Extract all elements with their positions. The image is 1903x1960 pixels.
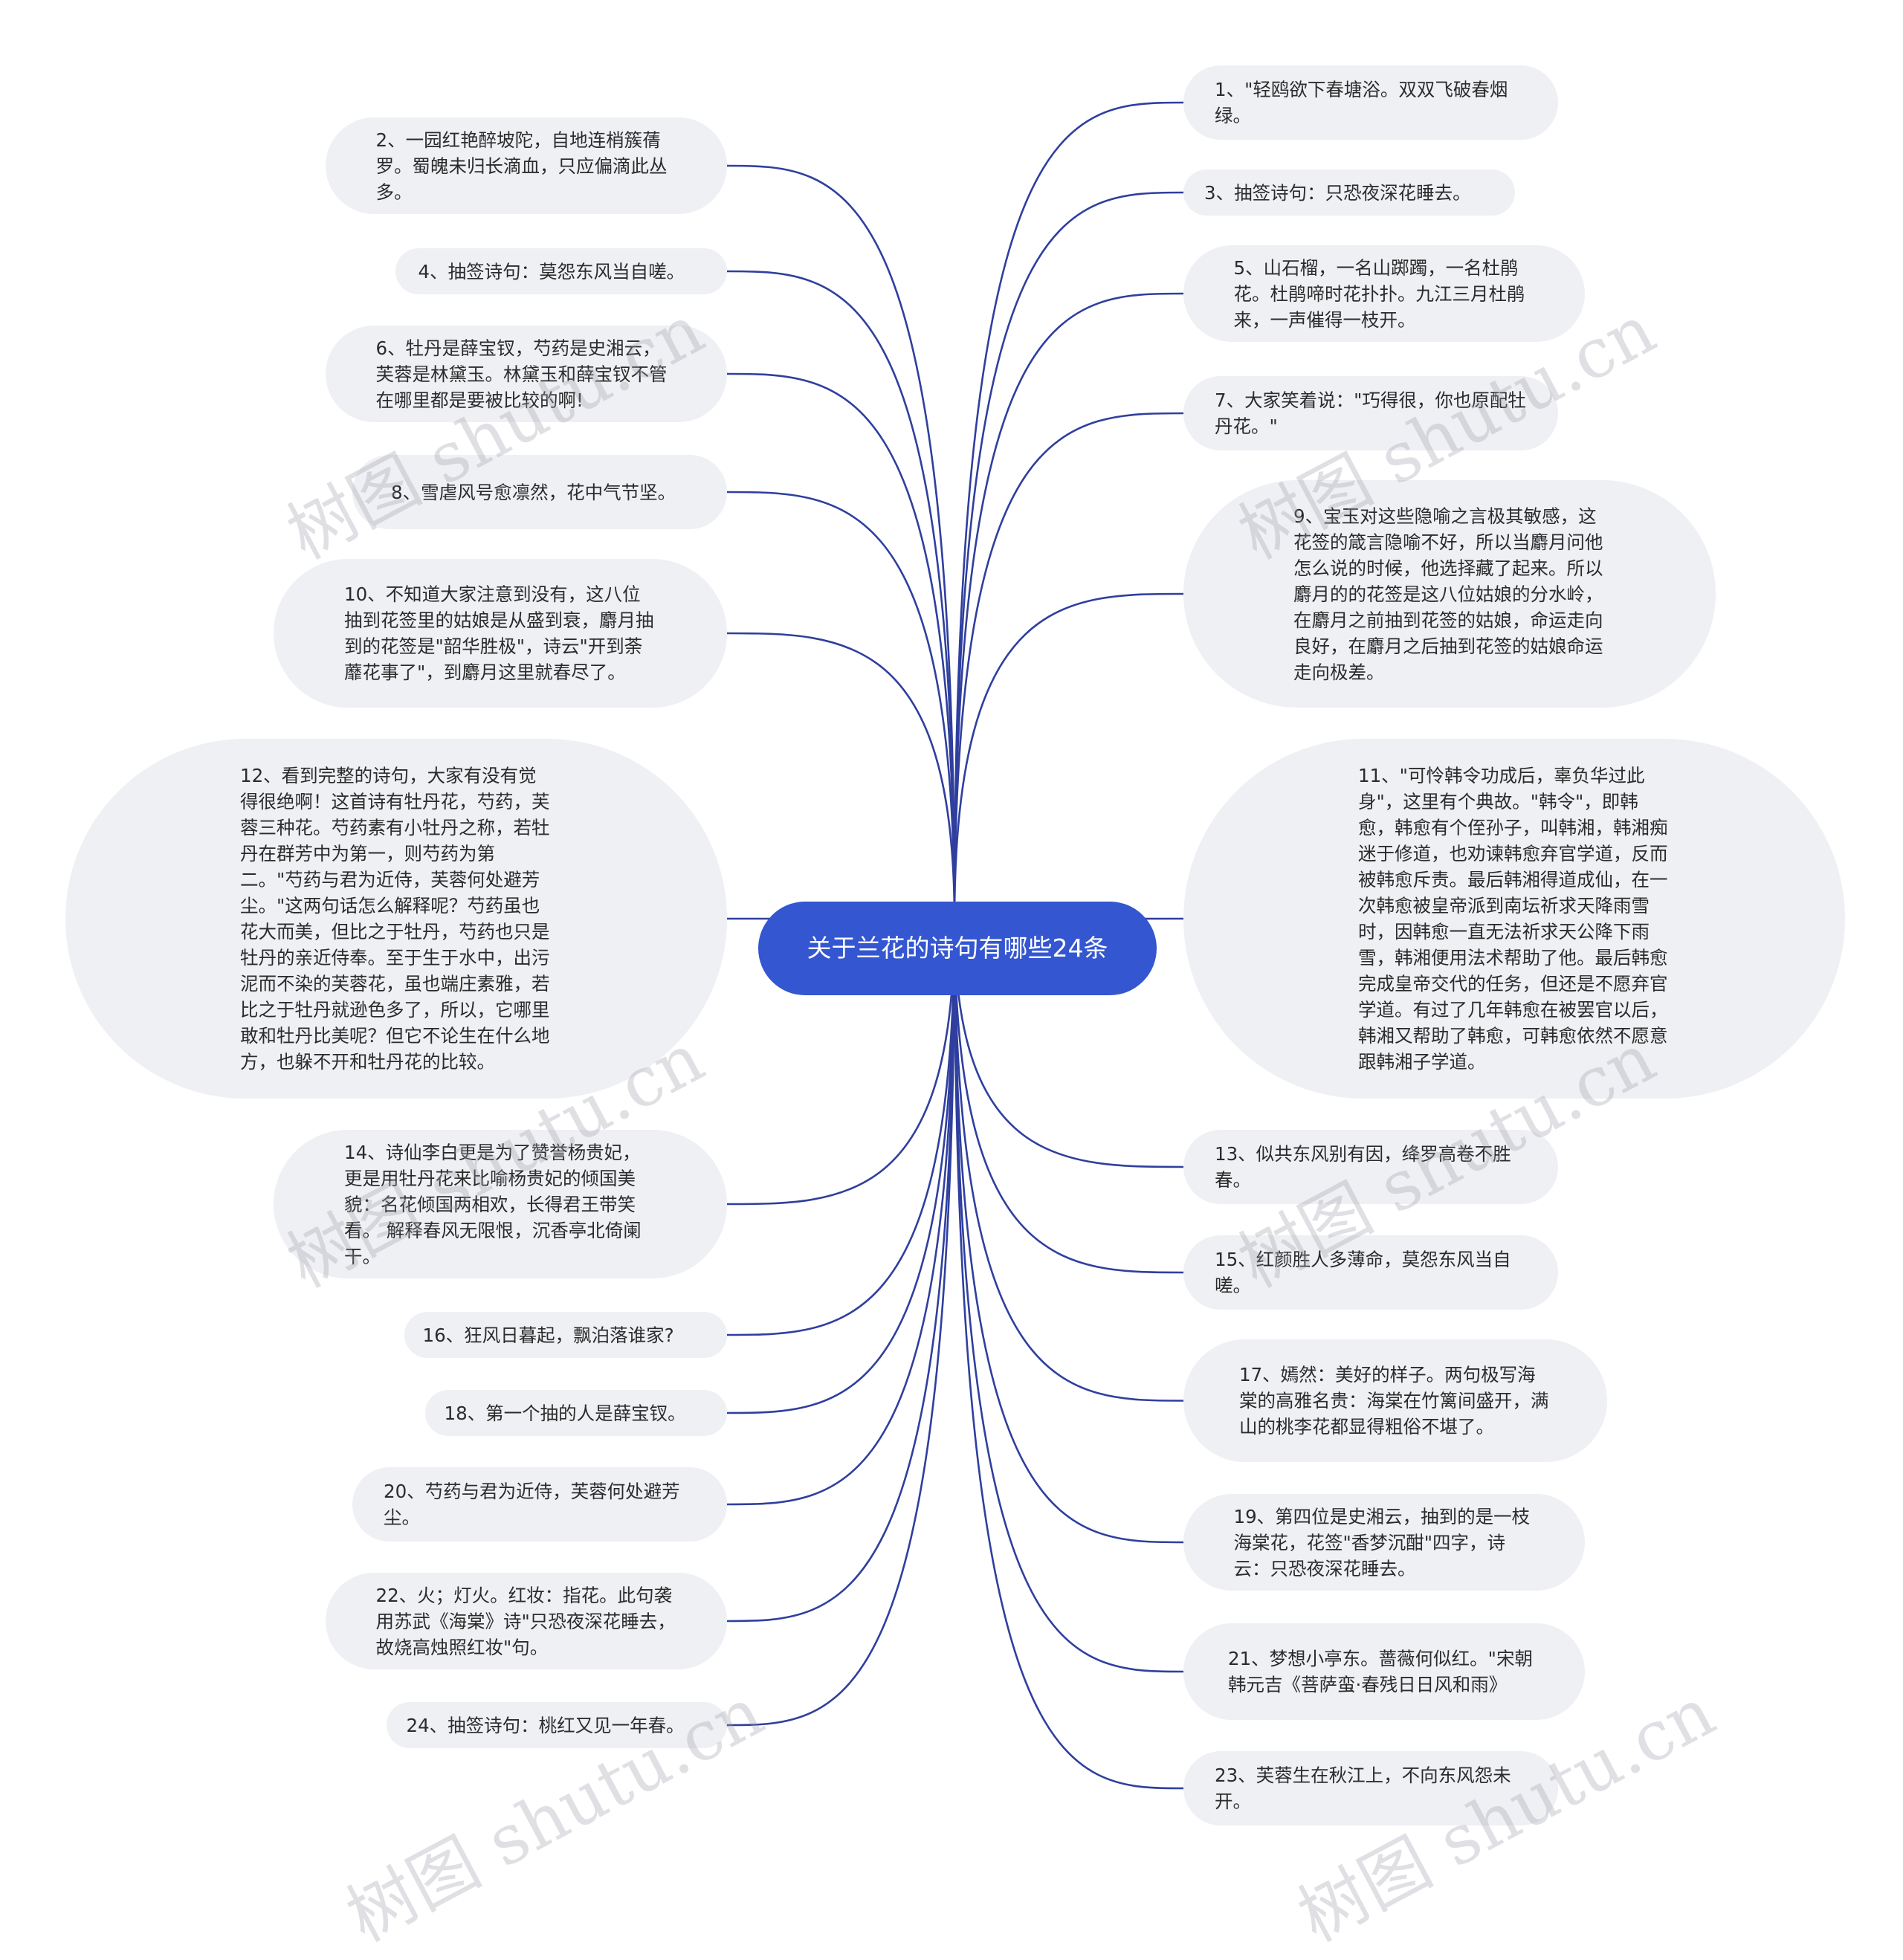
node-left-16[interactable]: 16、狂风日暮起，飘泊落谁家?: [404, 1312, 727, 1358]
node-left-20[interactable]: 20、芍药与君为近侍，芙蓉何处避芳尘。: [352, 1467, 727, 1542]
node-right-15[interactable]: 15、红颜胜人多薄命，莫怨东风当自嗟。: [1183, 1235, 1558, 1310]
connector-L4: [726, 632, 956, 922]
node-left-22[interactable]: 22、火；灯火。红妆：指花。此句袭用苏武《海棠》诗"只恐夜深花睡去，故烧高烛照红…: [326, 1573, 727, 1669]
connector-L11: [726, 920, 956, 1727]
node-right-17[interactable]: 17、嫣然：美好的样子。两句极写海棠的高雅名贵：海棠在竹篱间盛开，满山的桃李花都…: [1183, 1339, 1607, 1462]
connector-R1: [953, 191, 1184, 922]
node-left-10[interactable]: 10、不知道大家注意到没有，这八位抽到花签里的姑娘是从盛到衰，麝月抽到的花签是"…: [274, 559, 727, 708]
connector-L8: [726, 920, 956, 1414]
node-right-19[interactable]: 19、第四位是史湘云，抽到的是一枝海棠花，花签"香梦沉酣"四字，诗云：只恐夜深花…: [1183, 1494, 1585, 1591]
root-topic[interactable]: 关于兰花的诗句有哪些24条: [758, 902, 1157, 995]
connector-R0: [953, 101, 1184, 922]
connector-R2: [953, 292, 1184, 922]
connector-R9: [953, 920, 1184, 1544]
node-right-9[interactable]: 9、宝玉对这些隐喻之言极其敏感，这花签的箴言隐喻不好，所以当麝月问他怎么说的时候…: [1183, 480, 1716, 708]
connector-L6: [726, 920, 956, 1206]
connector-L10: [726, 920, 956, 1623]
node-right-21[interactable]: 21、梦想小亭东。蔷薇何似红。"宋朝 韩元吉《菩萨蛮·春残日日风和雨》: [1183, 1623, 1585, 1720]
connector-L9: [726, 920, 956, 1506]
node-left-2[interactable]: 2、一园红艳醉坡陀，自地连梢簇蒨罗。蜀魄未归长滴血，只应偏滴此丛多。: [326, 117, 727, 214]
connector-R6: [953, 920, 1184, 1168]
connector-L2: [726, 372, 956, 922]
connector-R3: [953, 412, 1184, 922]
node-left-18[interactable]: 18、第一个抽的人是薛宝钗。: [425, 1390, 727, 1436]
node-right-5[interactable]: 5、山石榴，一名山踯躅，一名杜鹃花。杜鹃啼时花扑扑。九江三月杜鹃来，一声催得一枝…: [1183, 245, 1585, 342]
connector-R4: [953, 592, 1184, 922]
connector-L7: [726, 920, 956, 1336]
connector-R11: [953, 920, 1184, 1790]
node-right-3[interactable]: 3、抽签诗句：只恐夜深花睡去。: [1183, 169, 1515, 216]
node-right-13[interactable]: 13、似共东风别有因，绛罗高卷不胜春。: [1183, 1130, 1558, 1204]
node-right-7[interactable]: 7、大家笑着说："巧得很，你也原配牡丹花。": [1183, 376, 1558, 450]
node-left-8[interactable]: 8、雪虐风号愈凛然，花中气节坚。: [352, 455, 727, 529]
connector-L0: [726, 164, 956, 922]
node-left-14[interactable]: 14、诗仙李白更是为了赞誉杨贵妃，更是用牡丹花来比喻杨贵妃的倾国美貌：名花倾国两…: [274, 1130, 727, 1278]
node-right-23[interactable]: 23、芙蓉生在秋江上，不向东风怨未开。: [1183, 1751, 1558, 1825]
node-right-1[interactable]: 1、"轻鸥欲下春塘浴。双双飞破春烟绿。: [1183, 65, 1558, 140]
connector-L3: [726, 491, 956, 922]
node-left-12[interactable]: 12、看到完整的诗句，大家有没有觉得很绝啊！这首诗有牡丹花，芍药，芙蓉三种花。芍…: [65, 739, 727, 1099]
node-right-11[interactable]: 11、"可怜韩令功成后，辜负华过此身"，这里有个典故。"韩令"，即韩愈，韩愈有个…: [1183, 739, 1845, 1099]
connector-R10: [953, 920, 1184, 1673]
connector-R7: [953, 920, 1184, 1274]
node-left-6[interactable]: 6、牡丹是薛宝钗，芍药是史湘云，芙蓉是林黛玉。林黛玉和薛宝钗不管在哪里都是要被比…: [326, 326, 727, 422]
root-topic-label: 关于兰花的诗句有哪些24条: [807, 934, 1108, 963]
node-left-24[interactable]: 24、抽签诗句：桃红又见一年春。: [387, 1702, 727, 1748]
connector-L1: [726, 270, 956, 922]
connector-R8: [953, 920, 1184, 1402]
node-left-4[interactable]: 4、抽签诗句：莫怨东风当自嗟。: [395, 248, 727, 294]
